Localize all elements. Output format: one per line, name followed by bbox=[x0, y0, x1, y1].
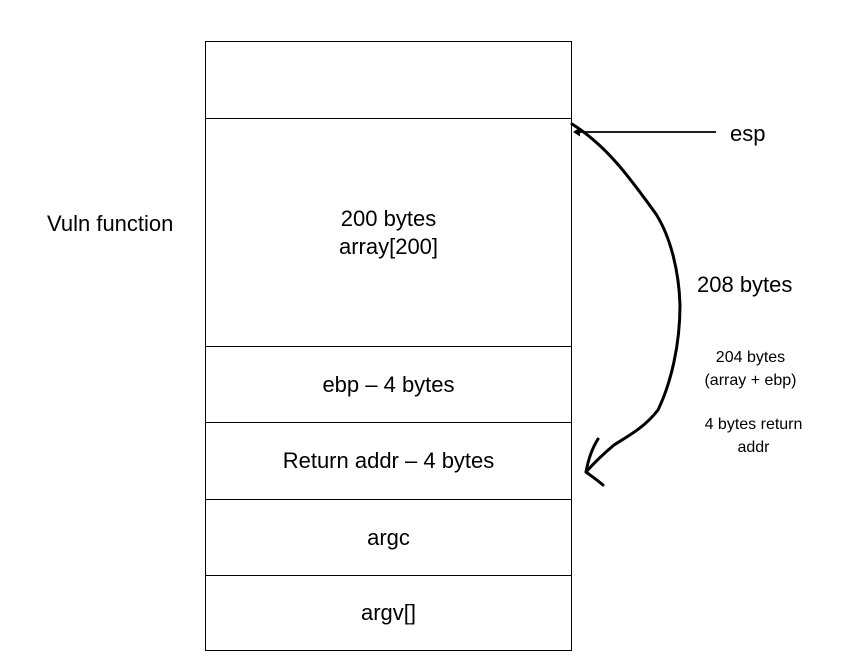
stack-cell-argc: argc bbox=[206, 499, 571, 575]
stack-cell-label: argv[] bbox=[360, 599, 417, 625]
stack-cell-return-address: Return addr – 4 bytes bbox=[206, 422, 571, 499]
stack-cell-empty bbox=[206, 42, 571, 118]
stack-cell-label: ebp – 4 bytes bbox=[322, 371, 455, 397]
esp-label: esp bbox=[730, 121, 766, 146]
stack-cell-label: 200 bytes array[200] bbox=[338, 206, 439, 259]
stack-cell-label: argc bbox=[367, 524, 410, 550]
stack-cell-ebp: ebp – 4 bytes bbox=[206, 346, 571, 422]
vuln-function-label: Vuln function bbox=[47, 211, 174, 236]
offset-curve-arrow bbox=[570, 122, 682, 474]
stack-cell-argv: argv[] bbox=[206, 575, 571, 649]
offset-total-label: 208 bytes bbox=[697, 272, 793, 297]
stack-frame: 200 bytes array[200] ebp – 4 bytes Retur… bbox=[205, 41, 572, 651]
offset-curve-arrowhead bbox=[584, 437, 605, 487]
esp-pointer-arrowhead bbox=[573, 127, 580, 137]
stack-cell-array: 200 bytes array[200] bbox=[206, 118, 571, 346]
return-address-note: 4 bytes return addr bbox=[704, 416, 803, 457]
array-ebp-note: 204 bytes (array + ebp) bbox=[704, 349, 797, 390]
stack-cell-label: Return addr – 4 bytes bbox=[282, 448, 495, 474]
